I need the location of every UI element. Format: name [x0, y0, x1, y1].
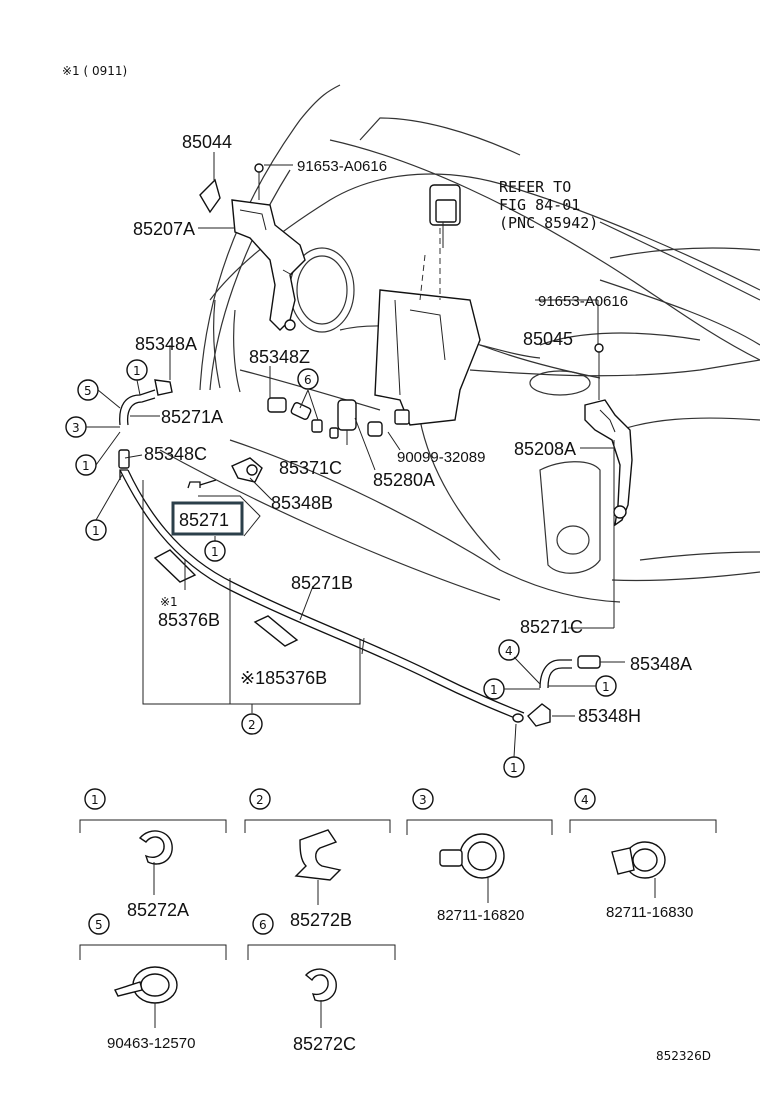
clip-marker: 1 [595, 675, 617, 697]
label-91653-top: 91653-A0616 [297, 158, 387, 175]
clip-marker: 1 [75, 454, 97, 476]
diagram-code: 852326D [656, 1049, 711, 1063]
svg-text:5: 5 [95, 918, 103, 932]
label-85271C: 85271C [520, 617, 583, 637]
legend-item-1: 1 85272A [79, 788, 227, 920]
label-85348A-left: 85348A [135, 334, 197, 354]
label-85045: 85045 [523, 329, 573, 349]
highlighted-part-85271[interactable]: 85271 [171, 501, 244, 536]
svg-text:1: 1 [602, 680, 610, 694]
clip-marker: 1 [483, 678, 505, 700]
clip-marker: 5 [77, 379, 99, 401]
label-star1: ※1 [160, 595, 178, 609]
label-85280A: 85280A [373, 470, 435, 490]
label-85208A: 85208A [514, 439, 576, 459]
clip-legend: 1 85272A 2 85272B 3 82711-16820 [79, 788, 717, 1054]
legend-part-82711-16820: 82711-16820 [437, 907, 524, 924]
clip-markers: 1 5 3 1 1 6 1 2 4 1 1 1 [65, 359, 617, 778]
label-90099-32089: 90099-32089 [397, 449, 485, 466]
svg-text:1: 1 [91, 793, 99, 807]
header-note: ※1 ( 0911) [62, 64, 127, 78]
legend-part-85272A: 85272A [127, 900, 189, 920]
main-hose-85271B [119, 469, 525, 723]
label-85348Z: 85348Z [249, 347, 310, 367]
label-85348H: 85348H [578, 706, 641, 726]
svg-text:3: 3 [419, 793, 427, 807]
legend-item-3: 3 82711-16820 [406, 788, 553, 924]
label-85271A: 85271A [161, 407, 223, 427]
label-85376B-a: 85376B [158, 610, 220, 630]
svg-text:1: 1 [133, 364, 141, 378]
label-85207A: 85207A [133, 219, 195, 239]
clip-marker: 1 [503, 756, 525, 778]
clip-marker: 3 [65, 416, 87, 438]
legend-part-85272B: 85272B [290, 910, 352, 930]
label-85044: 85044 [182, 132, 232, 152]
refer-line-2: FIG 84-01 [499, 196, 580, 214]
legend-item-6: 6 85272C [247, 913, 396, 1054]
legend-part-82711-16830: 82711-16830 [606, 904, 693, 921]
nozzle-assembly-left [199, 163, 306, 331]
clip-marker: 1 [204, 540, 226, 562]
svg-text:1: 1 [82, 459, 90, 473]
clip-marker: 1 [126, 359, 148, 381]
legend-item-4: 4 82711-16830 [569, 788, 717, 921]
svg-text:2: 2 [256, 793, 264, 807]
svg-text:4: 4 [581, 793, 589, 807]
clip-marker: 2 [241, 713, 263, 735]
svg-text:3: 3 [72, 421, 80, 435]
clip-marker: 1 [85, 519, 107, 541]
svg-text:1: 1 [490, 683, 498, 697]
refer-line-1: REFER TO [499, 178, 571, 196]
svg-text:2: 2 [248, 718, 256, 732]
clip-marker: 6 [297, 368, 319, 390]
svg-text:1: 1 [92, 524, 100, 538]
legend-item-5: 5 90463-12570 [79, 913, 227, 1052]
legend-part-85272C: 85272C [293, 1034, 356, 1054]
svg-text:1: 1 [211, 545, 219, 559]
label-91653-right: 91653-A0616 [538, 293, 628, 310]
label-85348B: 85348B [271, 493, 333, 513]
clip-marker: 4 [498, 639, 520, 661]
svg-text:4: 4 [505, 644, 513, 658]
label-85348C: 85348C [144, 444, 207, 464]
leader-lines [124, 152, 625, 717]
label-85376B-b: ※185376B [240, 668, 327, 688]
part-labels: 85044 91653-A0616 85207A 91653-A0616 850… [133, 132, 692, 726]
svg-text:6: 6 [259, 918, 267, 932]
callout-label-85271: 85271 [179, 510, 229, 530]
small-parts [118, 370, 601, 727]
refer-line-3: (PNC 85942) [499, 214, 598, 232]
washer-tank [374, 184, 481, 426]
label-85271B: 85271B [291, 573, 353, 593]
svg-text:6: 6 [304, 373, 312, 387]
label-85371C: 85371C [279, 458, 342, 478]
refer-note: REFER TO FIG 84-01 (PNC 85942) [499, 178, 598, 232]
svg-text:5: 5 [84, 384, 92, 398]
label-85348A-right: 85348A [630, 654, 692, 674]
svg-text:1: 1 [510, 761, 518, 775]
legend-item-2: 2 85272B [244, 788, 391, 930]
nozzle-assembly-right [584, 343, 633, 527]
legend-part-90463-12570: 90463-12570 [107, 1035, 195, 1052]
